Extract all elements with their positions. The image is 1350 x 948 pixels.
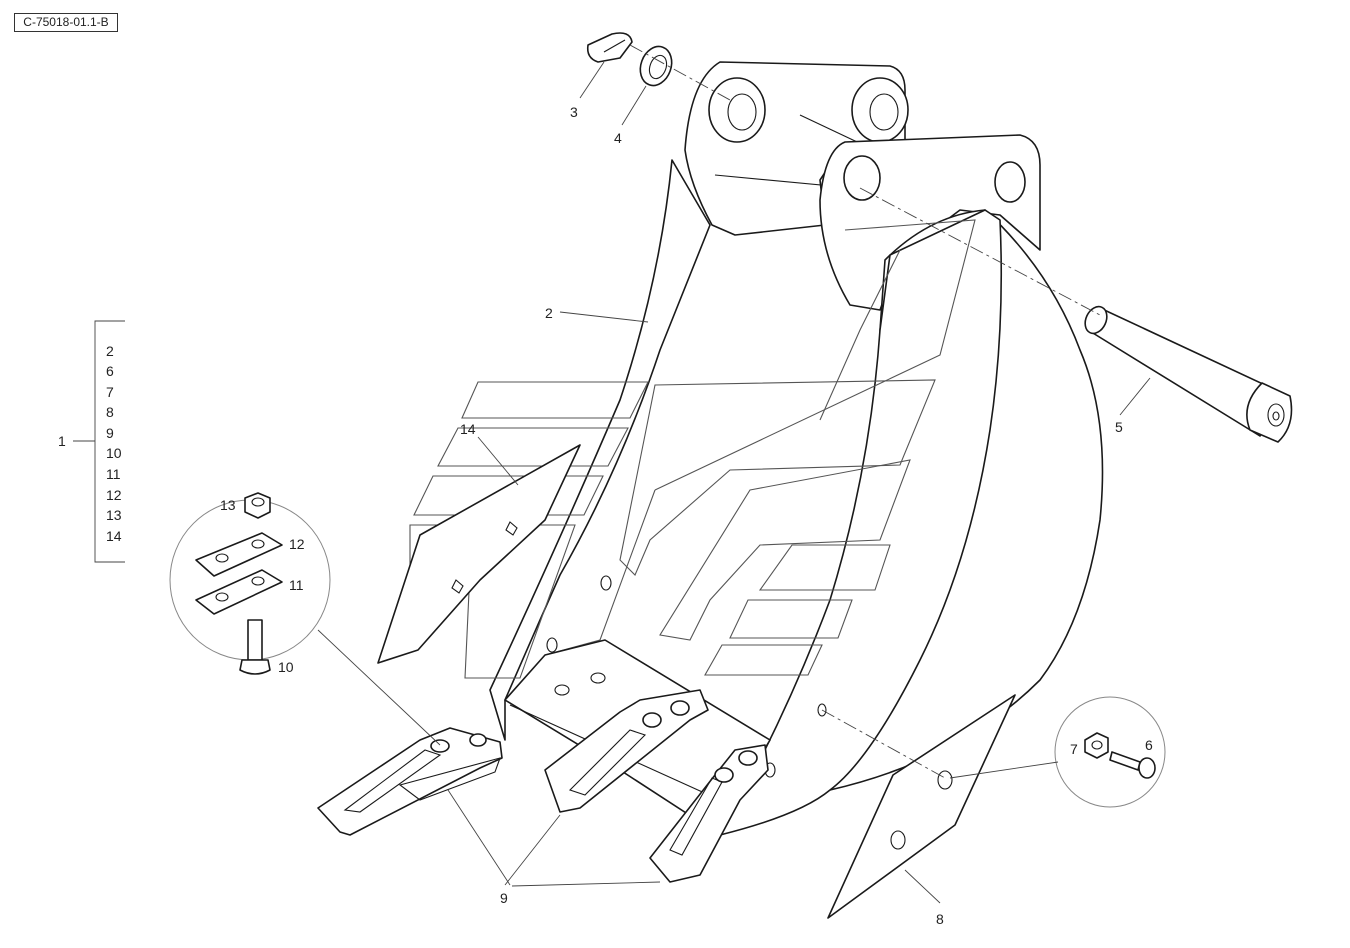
assembly-item: 8 (106, 404, 114, 420)
callout-washer: 4 (614, 130, 622, 146)
assembly-item: 7 (106, 384, 114, 400)
pivot-pin (1084, 305, 1293, 443)
callout-wear-plate: 14 (460, 421, 476, 437)
callout-bolt-side: 6 (1145, 737, 1153, 753)
callout-shim-lower: 11 (289, 577, 304, 593)
callout-bucket: 2 (545, 305, 553, 321)
assembly-item: 9 (106, 425, 114, 441)
lock-clip (586, 32, 633, 63)
assembly-item-list: 2 6 7 8 9 10 11 12 13 14 (106, 343, 122, 544)
assembly-item: 13 (106, 507, 122, 523)
callout-shim-upper: 12 (289, 536, 305, 552)
callout-leaders (447, 61, 1151, 904)
callout-pin: 5 (1115, 419, 1123, 435)
assembly-item: 6 (106, 363, 114, 379)
assembly-item: 14 (106, 528, 122, 544)
tooth-center (544, 689, 709, 813)
washer (639, 45, 673, 87)
assembly-number: 1 (58, 433, 66, 449)
detail-circle-side-hardware (1054, 696, 1166, 808)
drawing-reference: C-75018-01.1-B (14, 13, 118, 32)
callout-nut-tooth: 13 (220, 497, 236, 513)
callout-teeth: 9 (500, 890, 508, 906)
tooth-right (649, 744, 769, 883)
assembly-item: 12 (106, 487, 122, 503)
callout-labels: 2 3 4 5 6 7 8 9 10 11 12 13 14 (220, 104, 1153, 927)
assembly-item: 10 (106, 445, 122, 461)
side-cutter (827, 694, 1016, 919)
assembly-item: 2 (106, 343, 114, 359)
bucket-body (489, 61, 1104, 836)
assembly-item: 11 (106, 466, 121, 482)
callout-nut-side: 7 (1070, 741, 1078, 757)
tooth-left (317, 727, 503, 836)
wear-plate (377, 444, 581, 664)
assembly-bracket (73, 320, 125, 563)
detail-circle-tooth-hardware (169, 492, 331, 675)
callout-bolt-tooth: 10 (278, 659, 294, 675)
callout-clip: 3 (570, 104, 578, 120)
callout-side-cutter: 8 (936, 911, 944, 927)
